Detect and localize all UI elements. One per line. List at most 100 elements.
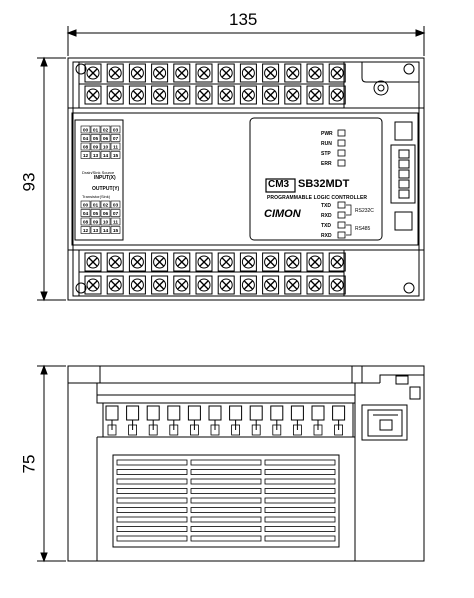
bottom-terminal-screws-lower (84, 275, 346, 295)
vent-slot (116, 526, 188, 532)
terminal-cell (84, 252, 102, 272)
screw-icon (286, 88, 300, 102)
screw-icon (264, 278, 278, 292)
input-led-cell (100, 125, 111, 134)
input-led-cell-label: 10 (103, 145, 109, 151)
screw-icon (308, 278, 322, 292)
terminal-cell (284, 275, 302, 295)
vent-slot (116, 469, 188, 475)
terminal-base (169, 424, 179, 436)
screw-slot (88, 68, 98, 78)
terminal-cell (262, 252, 280, 272)
input-led-cell (110, 134, 121, 142)
input-led-cell-label: 04 (83, 136, 89, 142)
screw-slot (266, 280, 276, 290)
screw-icon (219, 255, 233, 269)
output-led-cell-label: 02 (103, 203, 109, 209)
terminal-cell (195, 85, 213, 105)
terminal-cell (151, 275, 169, 295)
input-led-cell-label: 11 (113, 145, 118, 151)
screw-slot (243, 280, 253, 290)
comm-led-icon (337, 231, 346, 239)
output-led-cell-label: 01 (93, 203, 99, 209)
screw-slot (221, 68, 231, 78)
plc-side-view (67, 365, 425, 562)
screw-icon (219, 66, 233, 80)
terminal-cell (262, 275, 280, 295)
terminal-cell (84, 63, 102, 83)
screw-icon (308, 255, 322, 269)
comm-led-label: RXD (321, 213, 332, 219)
screw-icon (86, 255, 100, 269)
screw-slot (155, 280, 165, 290)
screw-slot (155, 90, 165, 100)
output-led-cell-label: 10 (103, 220, 109, 226)
terminal-base (107, 424, 117, 436)
output-led-cell (90, 226, 101, 234)
input-led-cell-label: 13 (93, 153, 99, 159)
terminal-cell (106, 275, 124, 295)
screw-slot (266, 68, 276, 78)
model-box-label: CM3 (268, 179, 290, 190)
status-led-icon (337, 159, 346, 167)
terminal-fin (311, 405, 325, 421)
input-led-cell-label: 14 (103, 153, 109, 159)
screw-icon (175, 66, 189, 80)
input-led-cell-label: 05 (93, 136, 99, 142)
terminal-fin (105, 405, 119, 421)
screw-icon (197, 278, 211, 292)
terminal-cell (217, 63, 235, 83)
input-led-cell-label: 03 (113, 128, 119, 134)
terminal-fin (249, 405, 263, 421)
screw-slot (88, 90, 98, 100)
terminal-cell (306, 275, 324, 295)
terminal-fin (146, 405, 160, 421)
screw-slot (155, 68, 165, 78)
vent-slot (264, 516, 336, 523)
screw-slot (332, 68, 342, 78)
input-led-cell (110, 142, 121, 151)
comm-led-label: RXD (321, 233, 332, 239)
input-caption-small: Drain/Sink Source (82, 170, 115, 175)
screw-slot (288, 257, 298, 267)
status-led-icon (337, 139, 346, 147)
input-led-cell (90, 151, 101, 159)
vent-slot (190, 469, 262, 475)
top-terminal-screws-upper (84, 63, 346, 83)
terminal-cell (195, 275, 213, 295)
output-led-cell (110, 217, 121, 226)
screw-icon (241, 88, 255, 102)
vent-slot (264, 478, 336, 485)
output-caption-small: Transistor(Sink) (82, 194, 111, 199)
rs232-bracket (346, 204, 352, 216)
vent-slot (190, 497, 262, 504)
terminal-cell (173, 85, 191, 105)
brand-logo: CIMON (264, 208, 301, 220)
terminal-cell (106, 252, 124, 272)
vent-slot (190, 507, 262, 513)
model-label: SB32MDT (298, 178, 350, 190)
screw-slot (266, 257, 276, 267)
output-led-cell-label: 03 (113, 203, 119, 209)
output-led-cell (110, 226, 121, 234)
terminal-cell (128, 252, 146, 272)
terminal-cell (217, 85, 235, 105)
vent-slot (116, 459, 188, 466)
terminal-base (189, 424, 199, 436)
vent-slot (116, 478, 188, 485)
screw-icon (241, 278, 255, 292)
output-led-cell-label: 15 (113, 228, 119, 234)
output-led-cell-label: 14 (103, 228, 109, 234)
input-led-cell-label: 07 (113, 136, 119, 142)
input-led-cell (80, 151, 91, 159)
terminal-cell (284, 85, 302, 105)
output-led-cell (80, 217, 91, 226)
terminal-base (292, 424, 302, 436)
output-led-cell (100, 209, 111, 217)
screw-slot (177, 68, 187, 78)
status-led-label: RUN (321, 141, 332, 147)
screw-icon (330, 66, 344, 80)
output-led-cell (110, 200, 121, 209)
